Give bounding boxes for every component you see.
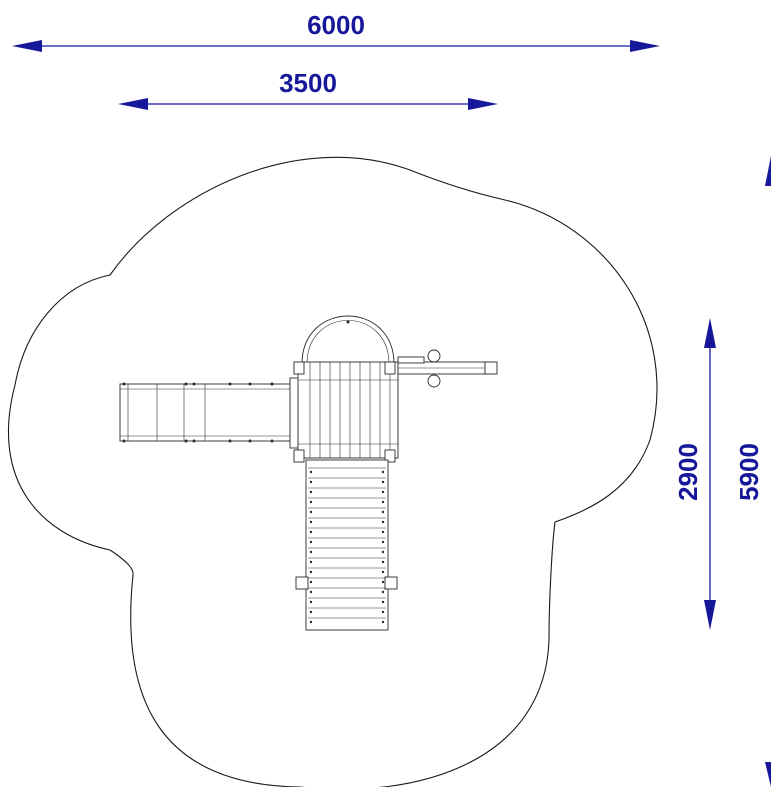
ladder-bolt (381, 590, 385, 594)
arrow-left-icon (118, 98, 148, 110)
arrow-up-icon (704, 318, 716, 348)
overall-depth-label: 5900 (734, 443, 764, 501)
ladder-bolt (381, 560, 385, 564)
ladder-bolt (381, 600, 385, 604)
ladder-bolt (381, 500, 385, 504)
ladder-bolt (381, 620, 385, 624)
overall-width-label: 6000 (307, 10, 365, 40)
ladder-bolt (381, 480, 385, 484)
safety-zone-outline (7, 156, 658, 787)
slide (119, 377, 303, 449)
ladder-bolt (309, 470, 313, 474)
ladder-bolt (381, 570, 385, 574)
arrow-left-icon (12, 40, 42, 52)
ladder-bolt (309, 500, 313, 504)
ladder-bolt (309, 620, 313, 624)
arrow-down-icon (765, 762, 771, 787)
dimension-platform-depth: 2900 (673, 318, 716, 630)
roof-arch (301, 315, 395, 365)
dimension-overall-width: 6000 (12, 10, 660, 52)
ladder-bolt (309, 600, 313, 604)
telescope-attachment (397, 349, 498, 388)
arrow-right-icon (468, 98, 498, 110)
platform-depth-label: 2900 (673, 443, 703, 501)
arrow-down-icon (704, 600, 716, 630)
ladder-bolt (381, 470, 385, 474)
ladder-bolt (309, 580, 313, 584)
platform-deck (293, 361, 399, 463)
platform-width-label: 3500 (279, 68, 337, 98)
ladder-bolt (309, 570, 313, 574)
ladder-bolt (381, 520, 385, 524)
ladder-bolt (309, 520, 313, 524)
arrow-up-icon (765, 156, 771, 186)
ladder-bolt (309, 480, 313, 484)
dimension-platform-width: 3500 (118, 68, 498, 110)
ladder-bolt (309, 510, 313, 514)
dimension-overall-depth: 5900 (734, 156, 771, 787)
ladder-bolt (309, 540, 313, 544)
ladder-bolt (309, 550, 313, 554)
ladder-bolt (381, 490, 385, 494)
ladder-bolt (381, 580, 385, 584)
ladder-bolt (309, 560, 313, 564)
ladder-bolt (381, 540, 385, 544)
ladder-bolt (381, 550, 385, 554)
ladder-bolt (309, 590, 313, 594)
ladder-bolt (381, 610, 385, 614)
arrow-right-icon (630, 40, 660, 52)
ladder-bolt (309, 490, 313, 494)
ladder-bolt (381, 530, 385, 534)
ladder-bolt (381, 510, 385, 514)
ladder-bolt (309, 530, 313, 534)
ladder-steps (295, 459, 398, 631)
ladder-bolt (309, 610, 313, 614)
